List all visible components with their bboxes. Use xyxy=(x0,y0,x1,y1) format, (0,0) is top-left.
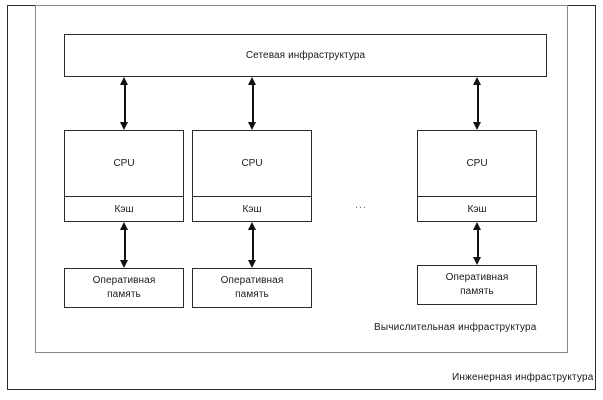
arrow-shaft xyxy=(477,228,479,259)
arrow-shaft xyxy=(124,83,126,124)
arrow-shaft xyxy=(252,83,254,124)
network-infrastructure-box[interactable]: Сетевая инфраструктура xyxy=(64,34,547,77)
arrow-cache-to-memory-3 xyxy=(471,222,484,265)
arrow-cache-to-memory-2 xyxy=(246,222,259,268)
arrowhead-down-icon xyxy=(120,260,128,268)
arrowhead-down-icon xyxy=(473,257,481,265)
cpu-box-2[interactable]: CPU xyxy=(192,130,312,197)
memory-box-1[interactable]: Оперативная память xyxy=(64,268,184,308)
arrow-network-to-cpu-2 xyxy=(246,77,259,130)
memory-label-line2: память xyxy=(107,289,141,300)
cache-box-2[interactable]: Кэш xyxy=(192,196,312,222)
cpu-box-1[interactable]: CPU xyxy=(64,130,184,197)
arrowhead-up-icon xyxy=(473,222,481,230)
memory-label-line1: Оперативная xyxy=(220,275,284,286)
memory-label-line2: память xyxy=(235,289,269,300)
cache-box-3[interactable]: Кэш xyxy=(417,196,537,222)
cpu-stack-2: CPU Кэш xyxy=(192,130,312,222)
arrow-network-to-cpu-3 xyxy=(471,77,484,130)
memory-label-line2: память xyxy=(460,286,494,297)
cpu-stack-1: CPU Кэш xyxy=(64,130,184,222)
arrow-shaft xyxy=(252,228,254,262)
arrowhead-up-icon xyxy=(120,222,128,230)
arrowhead-up-icon xyxy=(248,77,256,85)
arrow-shaft xyxy=(124,228,126,262)
arrowhead-up-icon xyxy=(248,222,256,230)
ellipsis-label: ... xyxy=(355,199,368,211)
computing-infrastructure-frame xyxy=(35,5,568,353)
arrowhead-down-icon xyxy=(248,260,256,268)
memory-label-line1: Оперативная xyxy=(92,275,156,286)
arrow-cache-to-memory-1 xyxy=(118,222,131,268)
engineering-infrastructure-label: Инженерная инфраструктура xyxy=(452,372,594,383)
arrowhead-down-icon xyxy=(473,122,481,130)
arrowhead-up-icon xyxy=(473,77,481,85)
arrowhead-down-icon xyxy=(120,122,128,130)
memory-box-3[interactable]: Оперативная память xyxy=(417,265,537,305)
cache-box-1[interactable]: Кэш xyxy=(64,196,184,222)
arrowhead-down-icon xyxy=(248,122,256,130)
cpu-stack-3: CPU Кэш xyxy=(417,130,537,222)
computing-infrastructure-label: Вычислительная инфраструктура xyxy=(374,322,537,333)
arrow-shaft xyxy=(477,83,479,124)
arrow-network-to-cpu-1 xyxy=(118,77,131,130)
memory-label-line1: Оперативная xyxy=(445,272,509,283)
memory-box-2[interactable]: Оперативная память xyxy=(192,268,312,308)
cpu-box-3[interactable]: CPU xyxy=(417,130,537,197)
arrowhead-up-icon xyxy=(120,77,128,85)
